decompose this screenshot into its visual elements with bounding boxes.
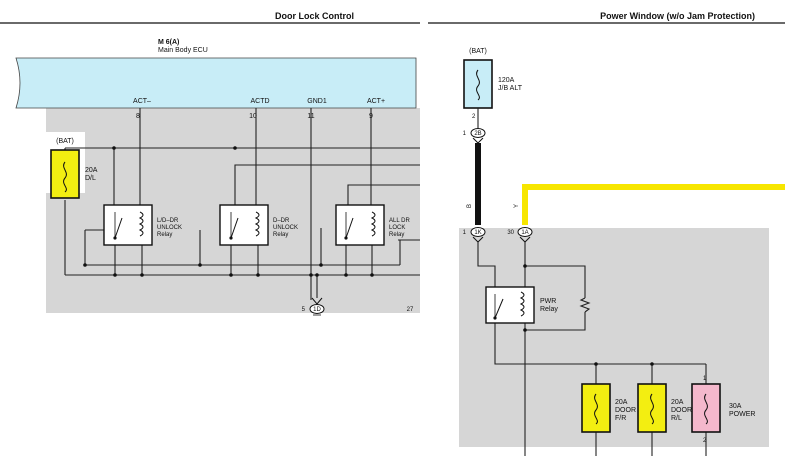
power-pin-top: 1 — [703, 376, 707, 382]
relay2-l1: D–DR — [273, 218, 290, 224]
left-junctions — [83, 146, 374, 277]
conn-1a-id: 1A — [521, 230, 528, 236]
relay1-l1: L/D–DR — [157, 218, 179, 224]
pwr-relay-sub: Relay — [540, 306, 558, 313]
pin-act-minus-name: ACT– — [133, 98, 151, 105]
right-wires — [477, 242, 707, 456]
main-body-ecu-box — [15, 57, 417, 109]
right-title: Power Window (w/o Jam Protection) — [600, 11, 755, 21]
pin-gnd1-name: GND1 — [307, 98, 327, 105]
dl-fuse-box — [50, 149, 80, 199]
fuse-door-fr-icon — [594, 393, 598, 425]
conn-1k-pin: 1 — [463, 230, 467, 236]
fuse-door-fr: 20A DOOR F/R — [581, 383, 636, 433]
wire-yellow-y — [522, 184, 785, 225]
connector-1k: 1K 1 — [463, 227, 486, 243]
conn-2b-pin: 1 — [463, 131, 467, 137]
fuse3-amp: 30A — [729, 403, 742, 410]
fuse2-l1: DOOR — [671, 407, 692, 414]
fuse3-l1: POWER — [729, 411, 755, 418]
dl-fuse-amp: 20A — [85, 167, 98, 174]
conn-1d-pin: 5 — [302, 307, 306, 313]
left-title: Door Lock Control — [275, 11, 354, 21]
relay3-l1: ALL DR — [389, 218, 410, 224]
connector-1d: 1D 5 27 — [302, 297, 414, 316]
door-lock-panel: Door Lock Control M 6(A) Main Body ECU A… — [0, 11, 420, 316]
conn-1d-id: 1D — [313, 307, 321, 313]
pin-actd-num: 10 — [249, 113, 257, 120]
fuse2-amp: 20A — [671, 399, 684, 406]
alt-fuse-name: J/B ALT — [498, 85, 523, 92]
fuse1-l1: DOOR — [615, 407, 636, 414]
fuse2-l2: R/L — [671, 415, 682, 422]
conn-1a-pin: 30 — [507, 230, 514, 236]
ecu-ref: M 6(A) — [158, 39, 179, 46]
fuse1-l2: F/R — [615, 415, 626, 422]
dl-fuse-name: D/L — [85, 175, 96, 182]
conn-2b-id: 2B — [474, 131, 481, 137]
pin-act-plus-name: ACT+ — [367, 98, 385, 105]
fuse-power: 1 30A POWER 2 — [691, 376, 755, 444]
alt-fuse-pin: 2 — [472, 114, 476, 120]
relay3-l2: LOCK — [389, 225, 405, 231]
conn-1k-id: 1K — [474, 230, 481, 236]
relay2-l2: UNLOCK — [273, 225, 298, 231]
relay1-l2: UNLOCK — [157, 225, 182, 231]
pw-bat-label: (BAT) — [469, 48, 487, 55]
relay-all-dr-lock: ALL DR LOCK Relay — [335, 204, 410, 246]
fuse-power-icon — [704, 393, 708, 425]
relay2-l3: Relay — [273, 232, 288, 238]
relay3-l3: Relay — [389, 232, 404, 238]
power-window-panel: Power Window (w/o Jam Protection) (BAT) … — [428, 11, 785, 456]
pin-actd-name: ACTD — [250, 98, 269, 105]
relay-d-dr-unlock: D–DR UNLOCK Relay — [219, 204, 298, 246]
pin-27: 27 — [407, 307, 414, 313]
dl-bat-label: (BAT) — [56, 138, 74, 145]
pin-act-minus-num: 8 — [136, 113, 140, 120]
pwr-relay: PWR Relay — [485, 286, 558, 324]
fuse-door-rl-icon — [650, 393, 654, 425]
alt-fuse-amp: 120A — [498, 77, 515, 84]
alt-fuse-icon — [476, 69, 480, 101]
right-shade-area — [459, 228, 769, 447]
power-pin-bottom: 2 — [703, 438, 707, 444]
wire-y-label: Y — [514, 204, 520, 208]
dl-fuse-icon — [63, 161, 67, 193]
ecu-name: Main Body ECU — [158, 47, 208, 54]
fuse-door-rl: 20A DOOR R/L — [637, 383, 692, 433]
right-junctions — [523, 264, 654, 366]
fuse1-amp: 20A — [615, 399, 628, 406]
connector-2b: 2B 1 — [463, 128, 486, 144]
wire-b-label: B — [467, 204, 473, 208]
pwr-relay-name: PWR — [540, 298, 556, 305]
relay-ld-dr-unlock: L/D–DR UNLOCK Relay — [103, 204, 182, 246]
alt-fuse-box — [463, 59, 493, 109]
relay1-l3: Relay — [157, 232, 172, 238]
